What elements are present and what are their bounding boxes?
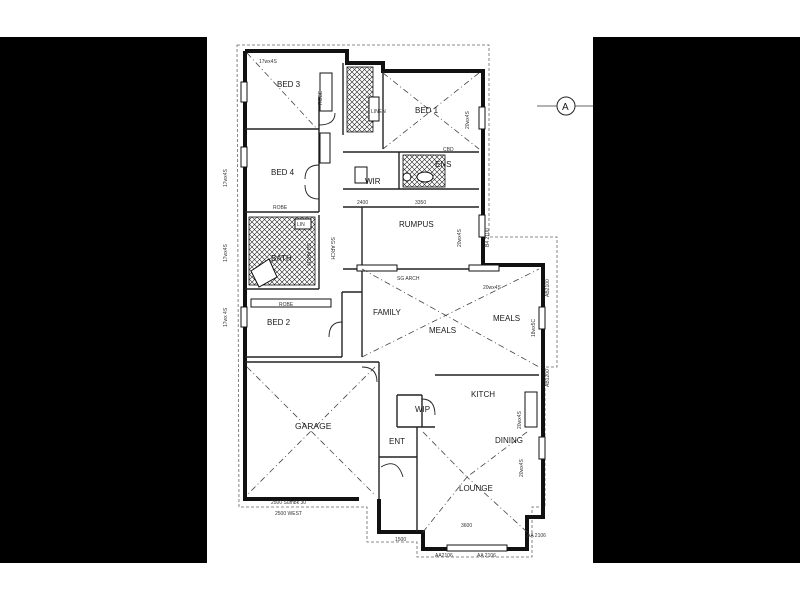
room-bath: BATH — [271, 254, 292, 263]
right-letterbox — [593, 37, 800, 563]
eaves-outline — [236, 44, 558, 558]
arch-labels: SG ARCH SG ARCH SG ARCH — [305, 237, 420, 282]
garage-door-label: 2500 Sumbk 30 — [271, 500, 306, 506]
dim-1500: 1500 — [395, 537, 406, 543]
room-meals-2: MEALS — [493, 314, 520, 323]
dim-bath: 17wx4S — [223, 244, 229, 262]
rumpus-arch-label: SG ARCH — [329, 237, 335, 260]
section-marker-label: A — [562, 102, 569, 113]
door-swings — [304, 112, 436, 478]
room-garage: GARAGE — [295, 421, 332, 431]
lin-label: LIN — [297, 222, 305, 228]
dim-bed1: 20wx4S — [465, 111, 471, 129]
dim-kitch: 20wx4S — [517, 411, 523, 429]
dim-side-ab2: AB1200 — [545, 369, 551, 387]
cbd-label: CBD — [443, 147, 454, 153]
room-labels: BED 3 BED 1 BED 4 WIR ENS RUMPUS BATH BE… — [267, 80, 523, 493]
dim-side-b4: B4 2100 — [485, 228, 491, 247]
room-wip: WIP — [415, 405, 430, 414]
dim-family: 20wx4S — [483, 285, 501, 291]
dim-bottom-ab: AA2106 — [435, 553, 453, 559]
room-bed2: BED 2 — [267, 318, 291, 327]
robe-bed3 — [319, 72, 333, 112]
dim-meals: 18wx5C — [531, 319, 537, 337]
room-rumpus: RUMPUS — [399, 220, 434, 229]
room-bed1: BED 1 — [415, 106, 439, 115]
section-marker: A — [537, 96, 593, 116]
left-letterbox — [0, 37, 207, 563]
family-arch-label: SG ARCH — [397, 276, 420, 282]
dim-bed4: 17wx4S — [223, 169, 229, 187]
dim-bottom-ab2: AA 2106 — [477, 553, 496, 559]
dim-bottom-aa: AA 2106 — [527, 533, 546, 539]
robe-bed4-label: ROBE — [273, 205, 288, 211]
ens-toilet — [402, 172, 412, 182]
room-dining: DINING — [495, 436, 523, 445]
dim-3600: 3600 — [461, 523, 472, 529]
room-bed4: BED 4 — [271, 168, 295, 177]
fixture-labels: ROBE ROBE ROBE LIN LINEN CBD — [273, 90, 454, 308]
room-kitch: KITCH — [471, 390, 495, 399]
floor-plan-drawing: BED 3 BED 1 BED 4 WIR ENS RUMPUS BATH BE… — [223, 44, 593, 559]
ceiling-diagonals — [246, 52, 540, 533]
room-ent: ENT — [389, 437, 405, 446]
dim-rumpus: 20wx4S — [457, 229, 463, 247]
robe-bed4 — [319, 132, 331, 164]
robe-bed2 — [250, 298, 332, 308]
dim-bed2: 17wx 4S — [223, 307, 229, 327]
dim-dining: 20wx4S — [519, 459, 525, 477]
room-bed3: BED 3 — [277, 80, 301, 89]
room-wir: WIR — [365, 177, 381, 186]
dim-2400: 2400 — [357, 200, 368, 206]
robe-bed3-label: ROBE — [318, 90, 324, 105]
ens-basin — [416, 171, 434, 183]
room-family: FAMILY — [373, 308, 402, 317]
room-meals: MEALS — [429, 326, 456, 335]
windows — [240, 81, 546, 552]
floor-plan-sheet: BED 3 BED 1 BED 4 WIR ENS RUMPUS BATH BE… — [207, 37, 593, 563]
dimension-labels: 17wx4S 17wx4S 17wx4S 17wx 4S 20wx4S 20wx… — [223, 59, 551, 559]
linen-cupboard — [368, 96, 380, 122]
bath-tub — [250, 258, 278, 288]
linen-label: LINEN — [371, 109, 386, 115]
garage-door-label-2: 2500 WEST — [275, 511, 302, 517]
dim-bed3: 17wx4S — [259, 59, 277, 65]
dim-side-ab: AB2100 — [545, 279, 551, 297]
room-lounge: LOUNGE — [459, 484, 493, 493]
lin-cupboard — [294, 218, 312, 230]
robe-bed2-label: ROBE — [279, 302, 294, 308]
dim-3350: 3350 — [415, 200, 426, 206]
fixtures — [250, 72, 538, 428]
wir-shelf — [354, 166, 368, 184]
room-ens: ENS — [435, 160, 451, 169]
hall-arch-label: SG ARCH — [305, 243, 311, 266]
interior-walls — [245, 63, 539, 532]
kitchen-bench — [524, 391, 538, 428]
